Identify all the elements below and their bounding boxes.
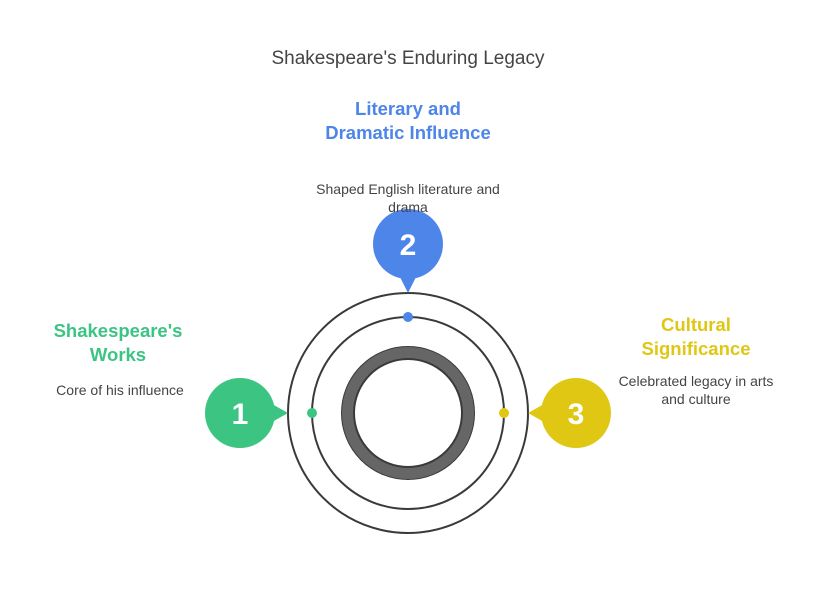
outer-ring	[287, 292, 529, 534]
node-3-description: Celebrated legacy in arts and culture	[618, 373, 774, 407]
badge-2-number: 2	[400, 229, 417, 262]
node-1-heading: Shakespeare's Works	[53, 320, 183, 365]
marker-dot-3	[499, 408, 509, 418]
badge-1: 1	[205, 378, 288, 448]
node-2-heading: Literary and Dramatic Influence	[325, 98, 491, 143]
core-ring	[342, 347, 474, 479]
badge-3: 3	[528, 378, 611, 448]
marker-dot-2	[403, 312, 413, 322]
node-1-description: Core of his influence	[56, 382, 184, 398]
diagram-title: Shakespeare's Enduring Legacy	[271, 48, 545, 69]
node-3-heading: Cultural Significance	[641, 314, 751, 359]
marker-dot-1	[307, 408, 317, 418]
badge-1-number: 1	[232, 398, 249, 431]
badge-3-number: 3	[568, 398, 585, 431]
node-2-description: Shaped English literature and drama	[316, 181, 500, 215]
core-ring-inner-edge	[353, 358, 463, 468]
middle-ring	[311, 316, 505, 510]
badge-2: 2	[373, 209, 443, 293]
